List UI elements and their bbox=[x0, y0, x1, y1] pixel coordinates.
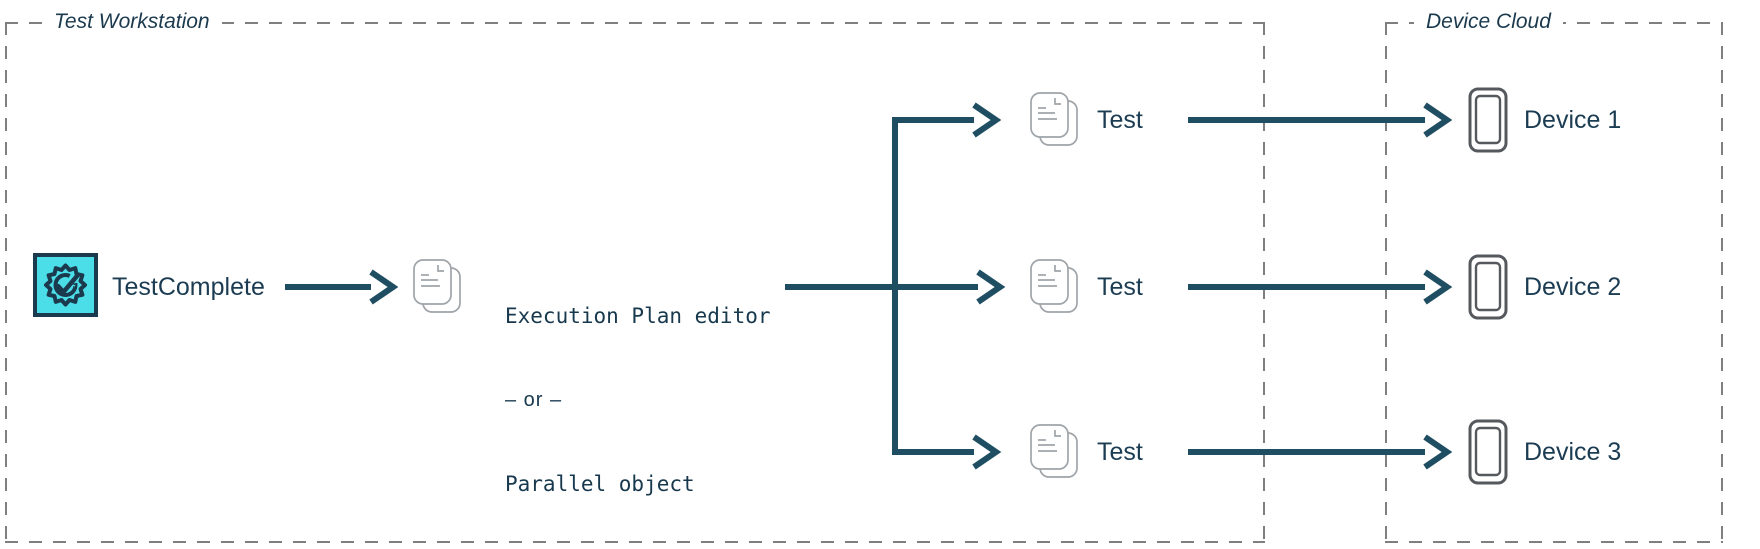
test-label-1: Test bbox=[1097, 106, 1143, 134]
branch-arrows bbox=[780, 95, 1015, 480]
device-label-2: Device 2 bbox=[1524, 273, 1622, 301]
plan-line-1: Execution Plan editor bbox=[505, 304, 771, 328]
execution-plan-text: Execution Plan editor – or – Parallel ob… bbox=[505, 246, 771, 549]
arrow-test2-to-device2 bbox=[1185, 267, 1453, 307]
device-cloud-title: Device Cloud bbox=[1414, 8, 1563, 36]
test-document-stack-icon bbox=[1030, 424, 1080, 480]
smartphone-icon bbox=[1468, 419, 1508, 485]
plan-line-2: – or – bbox=[505, 389, 563, 411]
arrow-test1-to-device1 bbox=[1185, 100, 1453, 140]
testcomplete-label: TestComplete bbox=[112, 273, 265, 301]
testcomplete-badge-icon bbox=[33, 253, 98, 317]
arrow-test3-to-device3 bbox=[1185, 432, 1453, 472]
smartphone-icon bbox=[1468, 254, 1508, 320]
device-label-1: Device 1 bbox=[1524, 106, 1622, 134]
test-label-2: Test bbox=[1097, 273, 1143, 301]
device-label-3: Device 3 bbox=[1524, 438, 1622, 466]
test-document-stack-icon bbox=[1030, 92, 1080, 148]
test-document-stack-icon bbox=[1030, 259, 1080, 315]
plan-line-3: Parallel object bbox=[505, 472, 695, 496]
test-label-3: Test bbox=[1097, 438, 1143, 466]
test-workstation-title: Test Workstation bbox=[42, 8, 222, 36]
arrow-testcomplete-to-plan bbox=[283, 267, 398, 307]
plan-document-stack-icon bbox=[413, 259, 463, 315]
smartphone-icon bbox=[1468, 87, 1508, 153]
